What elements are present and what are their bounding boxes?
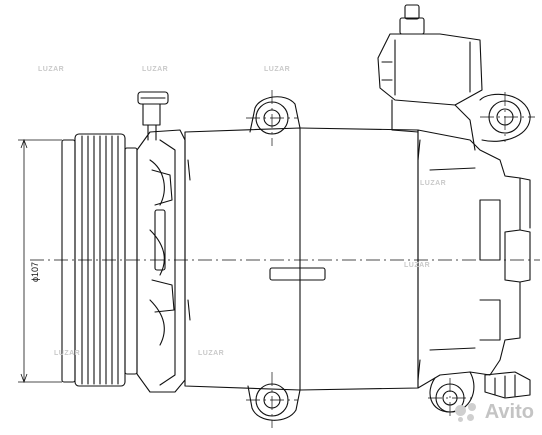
brand-watermark: LUZAR: [198, 350, 225, 357]
front-housing: [136, 129, 186, 393]
brand-watermark: LUZAR: [420, 180, 447, 187]
diameter-dimension-label: ϕ107: [30, 261, 40, 282]
avito-watermark: Avito: [454, 401, 534, 424]
center-lines: [30, 90, 540, 428]
clutch-connector: [137, 91, 169, 141]
rear-head: [417, 129, 531, 389]
dimension-lines: [18, 138, 62, 384]
avito-logo-icon: [454, 402, 481, 423]
avito-text: Avito: [484, 401, 534, 423]
brand-watermark: LUZAR: [264, 66, 291, 73]
brand-watermark: LUZAR: [38, 66, 65, 73]
control-valve: [377, 4, 483, 151]
brand-watermark: LUZAR: [404, 262, 431, 269]
brand-watermark: LUZAR: [54, 350, 81, 357]
brand-watermark: LUZAR: [142, 66, 169, 73]
